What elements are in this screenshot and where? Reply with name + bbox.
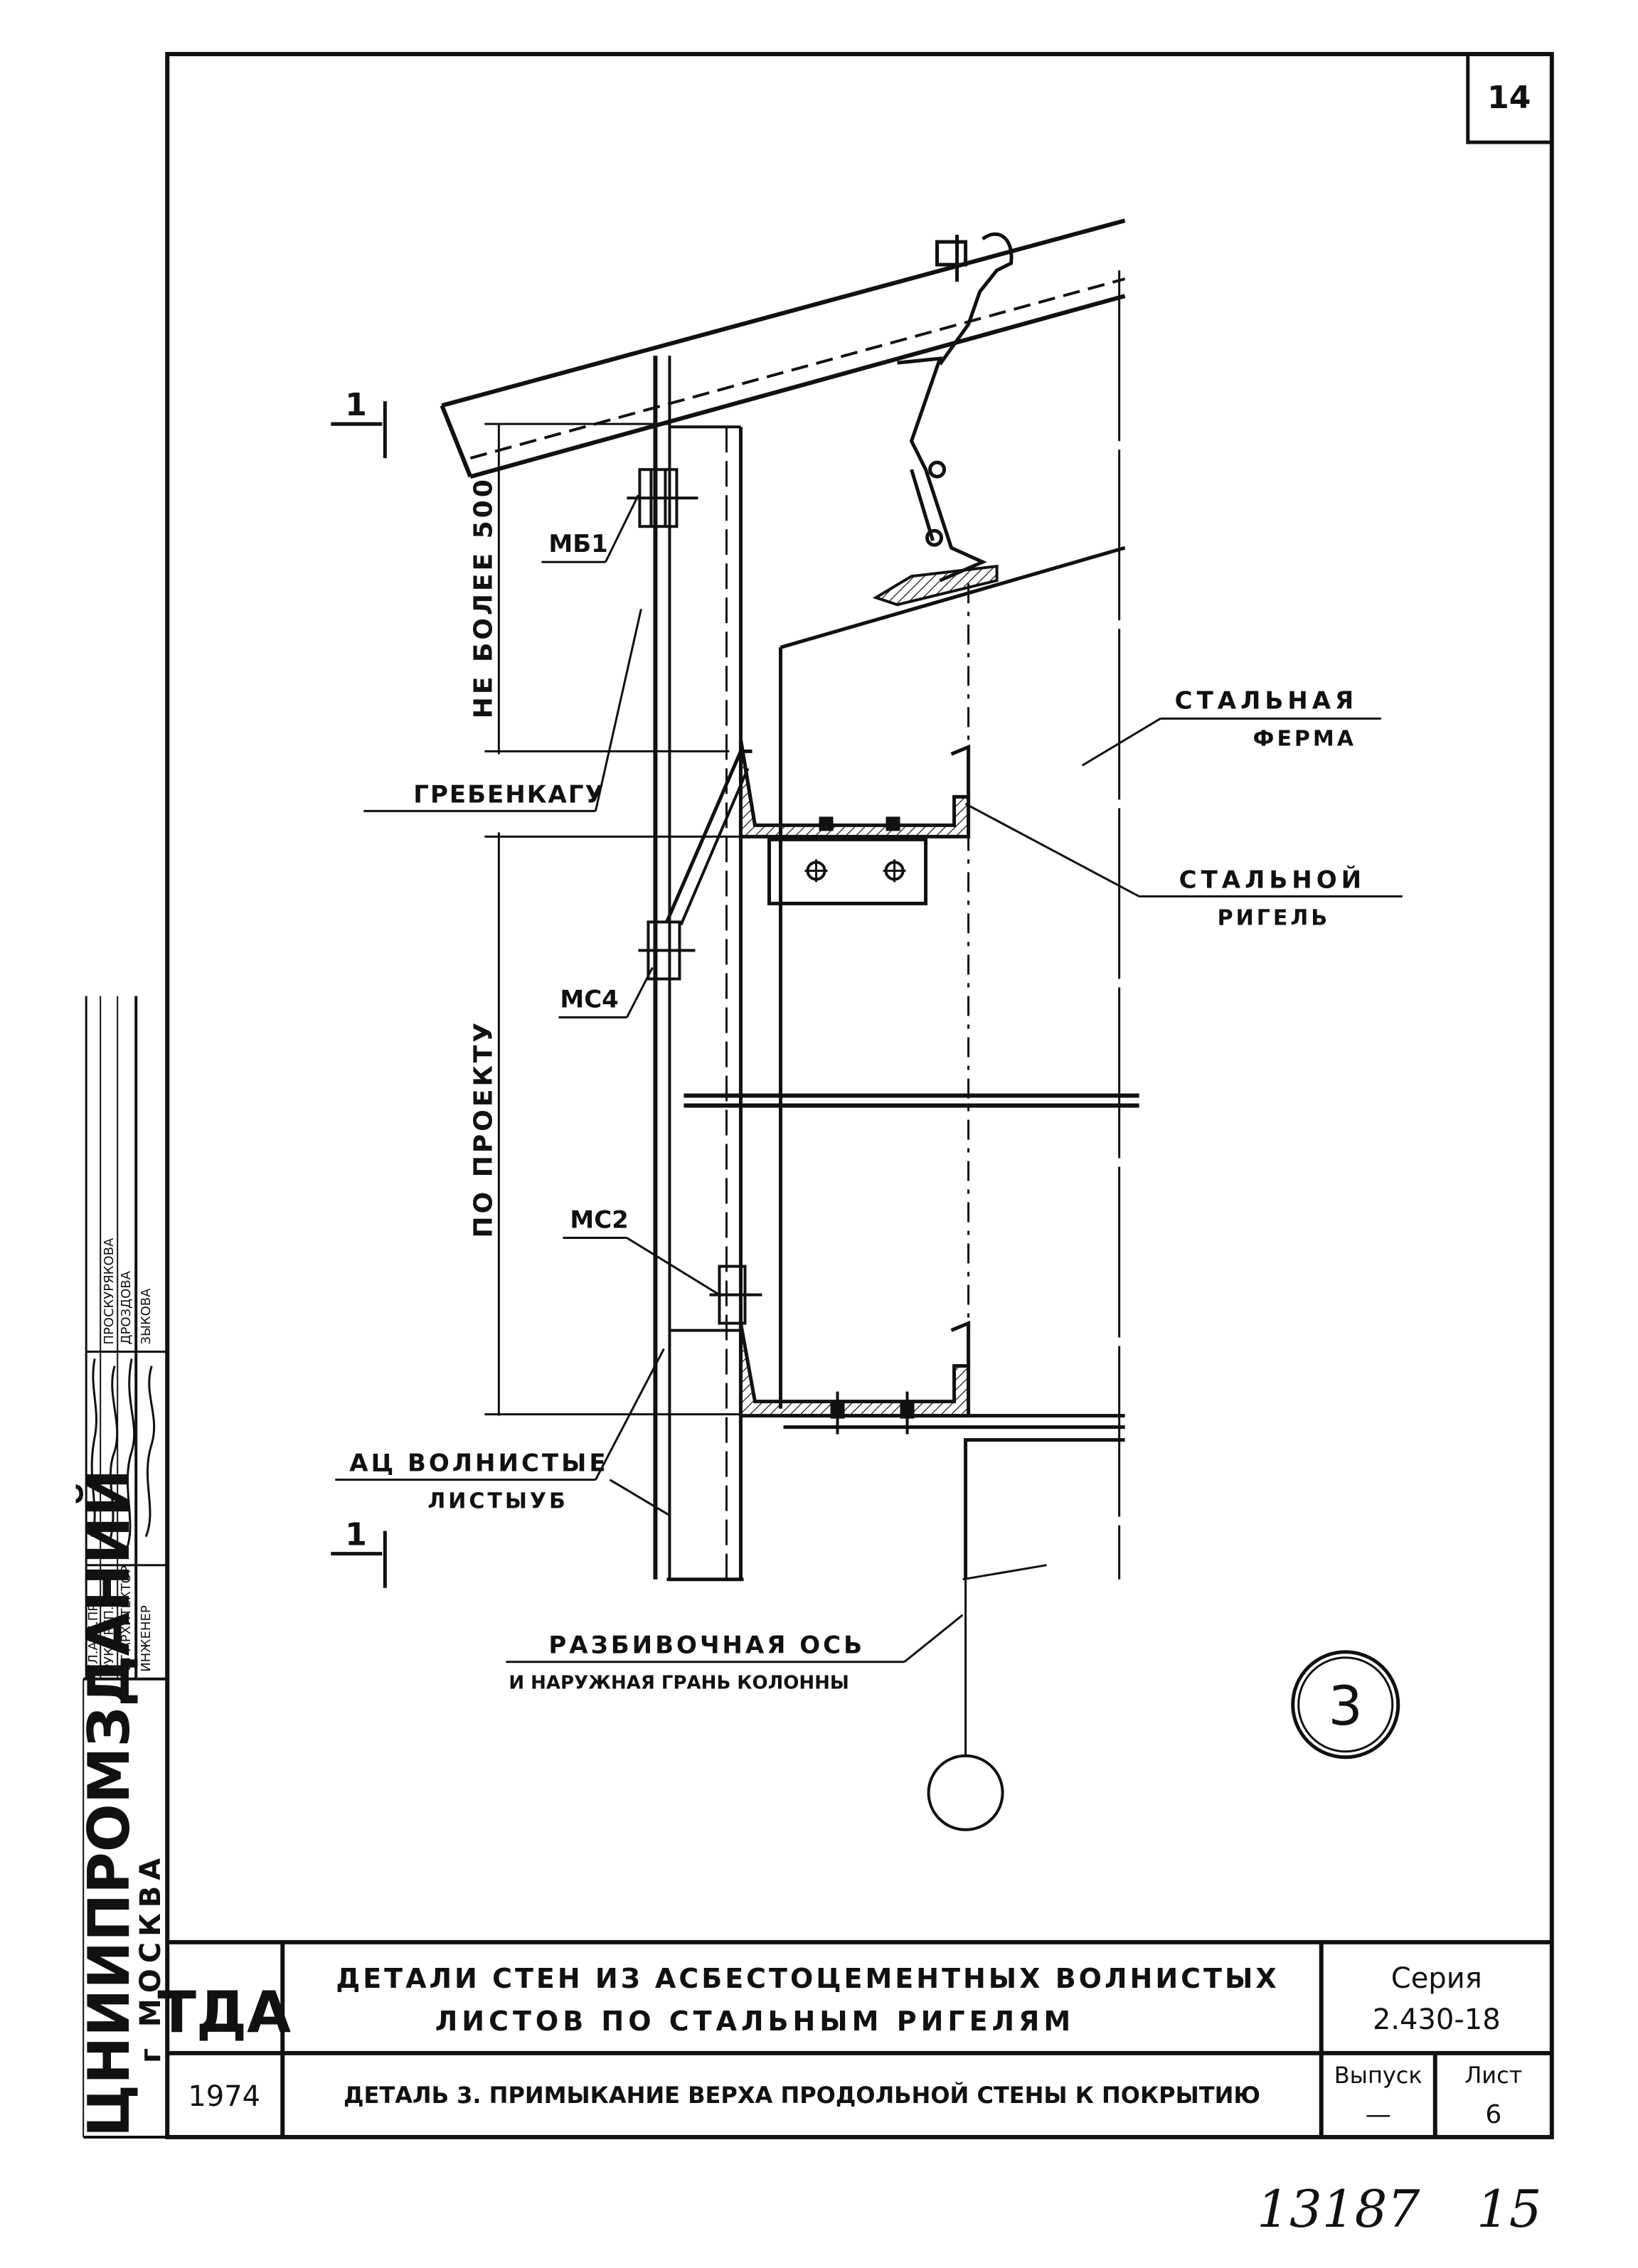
title-subtitle: ДЕТАЛЬ 3. ПРИМЫКАНИЕ ВЕРХА ПРОДОЛЬНОЙ СТ…	[344, 2082, 1260, 2109]
steel-truss	[778, 270, 1126, 1580]
label-steel-girt-1: СТАЛЬНОЙ	[1179, 865, 1366, 894]
leader-lines	[335, 494, 1403, 1663]
stamp-role-3: СТ АРХИТЕКТОР	[119, 1565, 134, 1672]
roof-fastener	[935, 232, 1014, 366]
title-year: 1974	[188, 2080, 260, 2113]
label-axis-1: РАЗБИВОЧНАЯ ОСЬ	[548, 1631, 865, 1660]
stamp-role-1: ГЛ.АРХ.ПР.	[86, 1599, 101, 1672]
section-mark-top-label: 1	[345, 387, 367, 423]
label-steel-truss-1: СТАЛЬНАЯ	[1175, 686, 1358, 715]
sheet-number: 14	[1487, 80, 1531, 116]
fastener-mc4	[638, 749, 752, 981]
dimension-lines	[484, 422, 770, 1416]
section-mark-bottom	[331, 1530, 387, 1588]
sheet-label: Лист	[1464, 2062, 1522, 2089]
title-block	[167, 1939, 1552, 2137]
column	[962, 1438, 1125, 1757]
stamp-signatures	[90, 1358, 156, 1552]
label-axis-2: И НАРУЖНАЯ ГРАНЬ КОЛОННЫ	[509, 1673, 849, 1694]
wall-sheets	[653, 356, 1139, 1582]
detail-number: 3	[1329, 1674, 1363, 1737]
callout-mc2: МС2	[570, 1206, 628, 1235]
archive-number: 13187	[1257, 2179, 1420, 2239]
label-steel-girt-2: РИГЕЛЬ	[1218, 905, 1331, 930]
sheet-value: 6	[1485, 2100, 1501, 2129]
label-ac-sheets-1: АЦ ВОЛНИСТЫЕ	[349, 1449, 608, 1478]
section-mark-top	[331, 401, 387, 459]
callout-grebenka: ГРЕБЕНКАГУ	[413, 780, 605, 809]
purlin	[897, 356, 987, 582]
callout-mc4: МС4	[560, 985, 618, 1013]
stamp-name-2: ПРОСКУРЯКОВА	[102, 1237, 117, 1345]
fastener-mb1	[627, 468, 698, 528]
stamp-role-4: ИНЖЕНЕР	[139, 1605, 154, 1672]
series-value: 2.430-18	[1373, 2003, 1501, 2036]
page-number: 15	[1477, 2179, 1542, 2239]
stamp-city: г МОСКВА	[134, 1853, 167, 2063]
side-stamp	[83, 996, 168, 2139]
sheet-frame	[165, 52, 1554, 2139]
stamp-role-2: РУК ГРУП.	[102, 1606, 117, 1671]
steel-girt-upper	[738, 739, 971, 905]
issue-label: Выпуск	[1334, 2062, 1422, 2089]
stamp-org: ЦНИИПРОМЗДАНИЙ	[75, 1469, 142, 2137]
dimension-po-proektu: ПО ПРОЕКТУ	[469, 1020, 498, 1238]
series-label: Серия	[1391, 1962, 1482, 1995]
stamp-name-4: ЗЫКОВА	[139, 1288, 154, 1345]
title-line-1: ДЕТАЛИ СТЕН ИЗ АСБЕСТОЦЕМЕНТНЫХ ВОЛНИСТЫ…	[336, 1963, 1279, 1994]
steel-girt-lower	[738, 1320, 1125, 1434]
detail-marker	[1291, 1650, 1400, 1759]
label-ac-sheets-2: ЛИСТЫУБ	[427, 1489, 568, 1514]
issue-value: —	[1366, 2100, 1391, 2129]
section-mark-bottom-label: 1	[345, 1517, 367, 1553]
callout-mb1: МБ1	[548, 530, 607, 558]
dimension-not-more-500: НЕ БОЛЕЕ 500	[469, 477, 498, 718]
title-line-2: ЛИСТОВ ПО СТАЛЬНЫМ РИГЕЛЯМ	[435, 2006, 1075, 2037]
fastener-mc2	[709, 1265, 762, 1325]
title-logo: ТДА	[157, 1979, 291, 2045]
stamp-name-3: ДРОЗДОВА	[119, 1270, 134, 1344]
label-steel-truss-2: ФЕРМА	[1253, 726, 1356, 751]
roof-panel	[440, 218, 1126, 479]
purlin-seat	[872, 565, 999, 607]
axis-bubble	[927, 1754, 1004, 1831]
